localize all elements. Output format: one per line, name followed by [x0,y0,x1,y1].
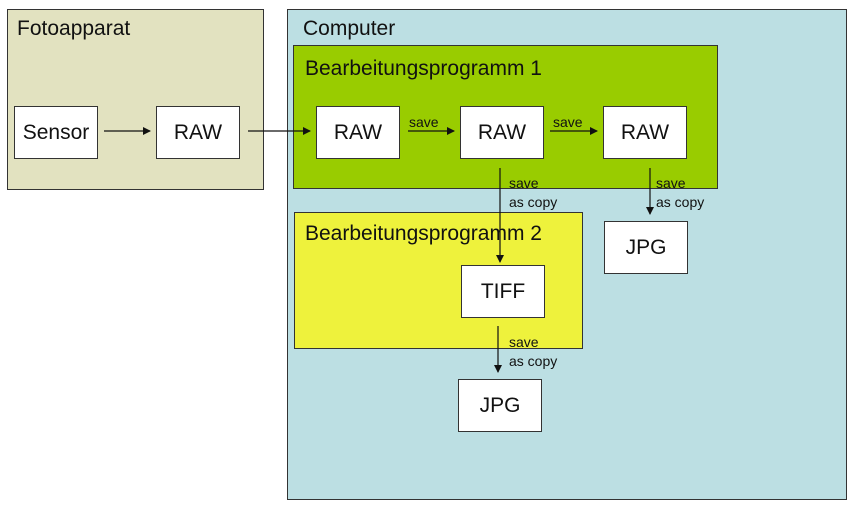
jpg-node-from-tiff: JPG [458,379,542,432]
raw-node-3: RAW [603,106,687,159]
edge-label-save: save [509,175,539,191]
computer-region-title: Computer [303,17,396,40]
edge-label-save: save [656,175,686,191]
edge-label-as-copy: as copy [509,194,558,210]
raw-node-1: RAW [316,106,400,159]
tiff-node: TIFF [461,265,545,318]
edge-label-as-copy: as copy [509,353,558,369]
raw-node-2: RAW [460,106,544,159]
edge-label-as-copy: as copy [656,194,705,210]
edge-label-save: save [409,114,439,130]
jpg-node-from-raw: JPG [604,221,688,274]
camera-region: Fotoapparat [7,9,264,190]
program1-region-title: Bearbeitungsprogramm 1 [305,57,542,80]
camera-region-title: Fotoapparat [17,17,131,40]
camera-raw-node: RAW [156,106,240,159]
program2-region-title: Bearbeitungsprogramm 2 [305,222,542,245]
sensor-node: Sensor [14,106,98,159]
edge-label-save: save [509,334,539,350]
edge-label-save: save [553,114,583,130]
